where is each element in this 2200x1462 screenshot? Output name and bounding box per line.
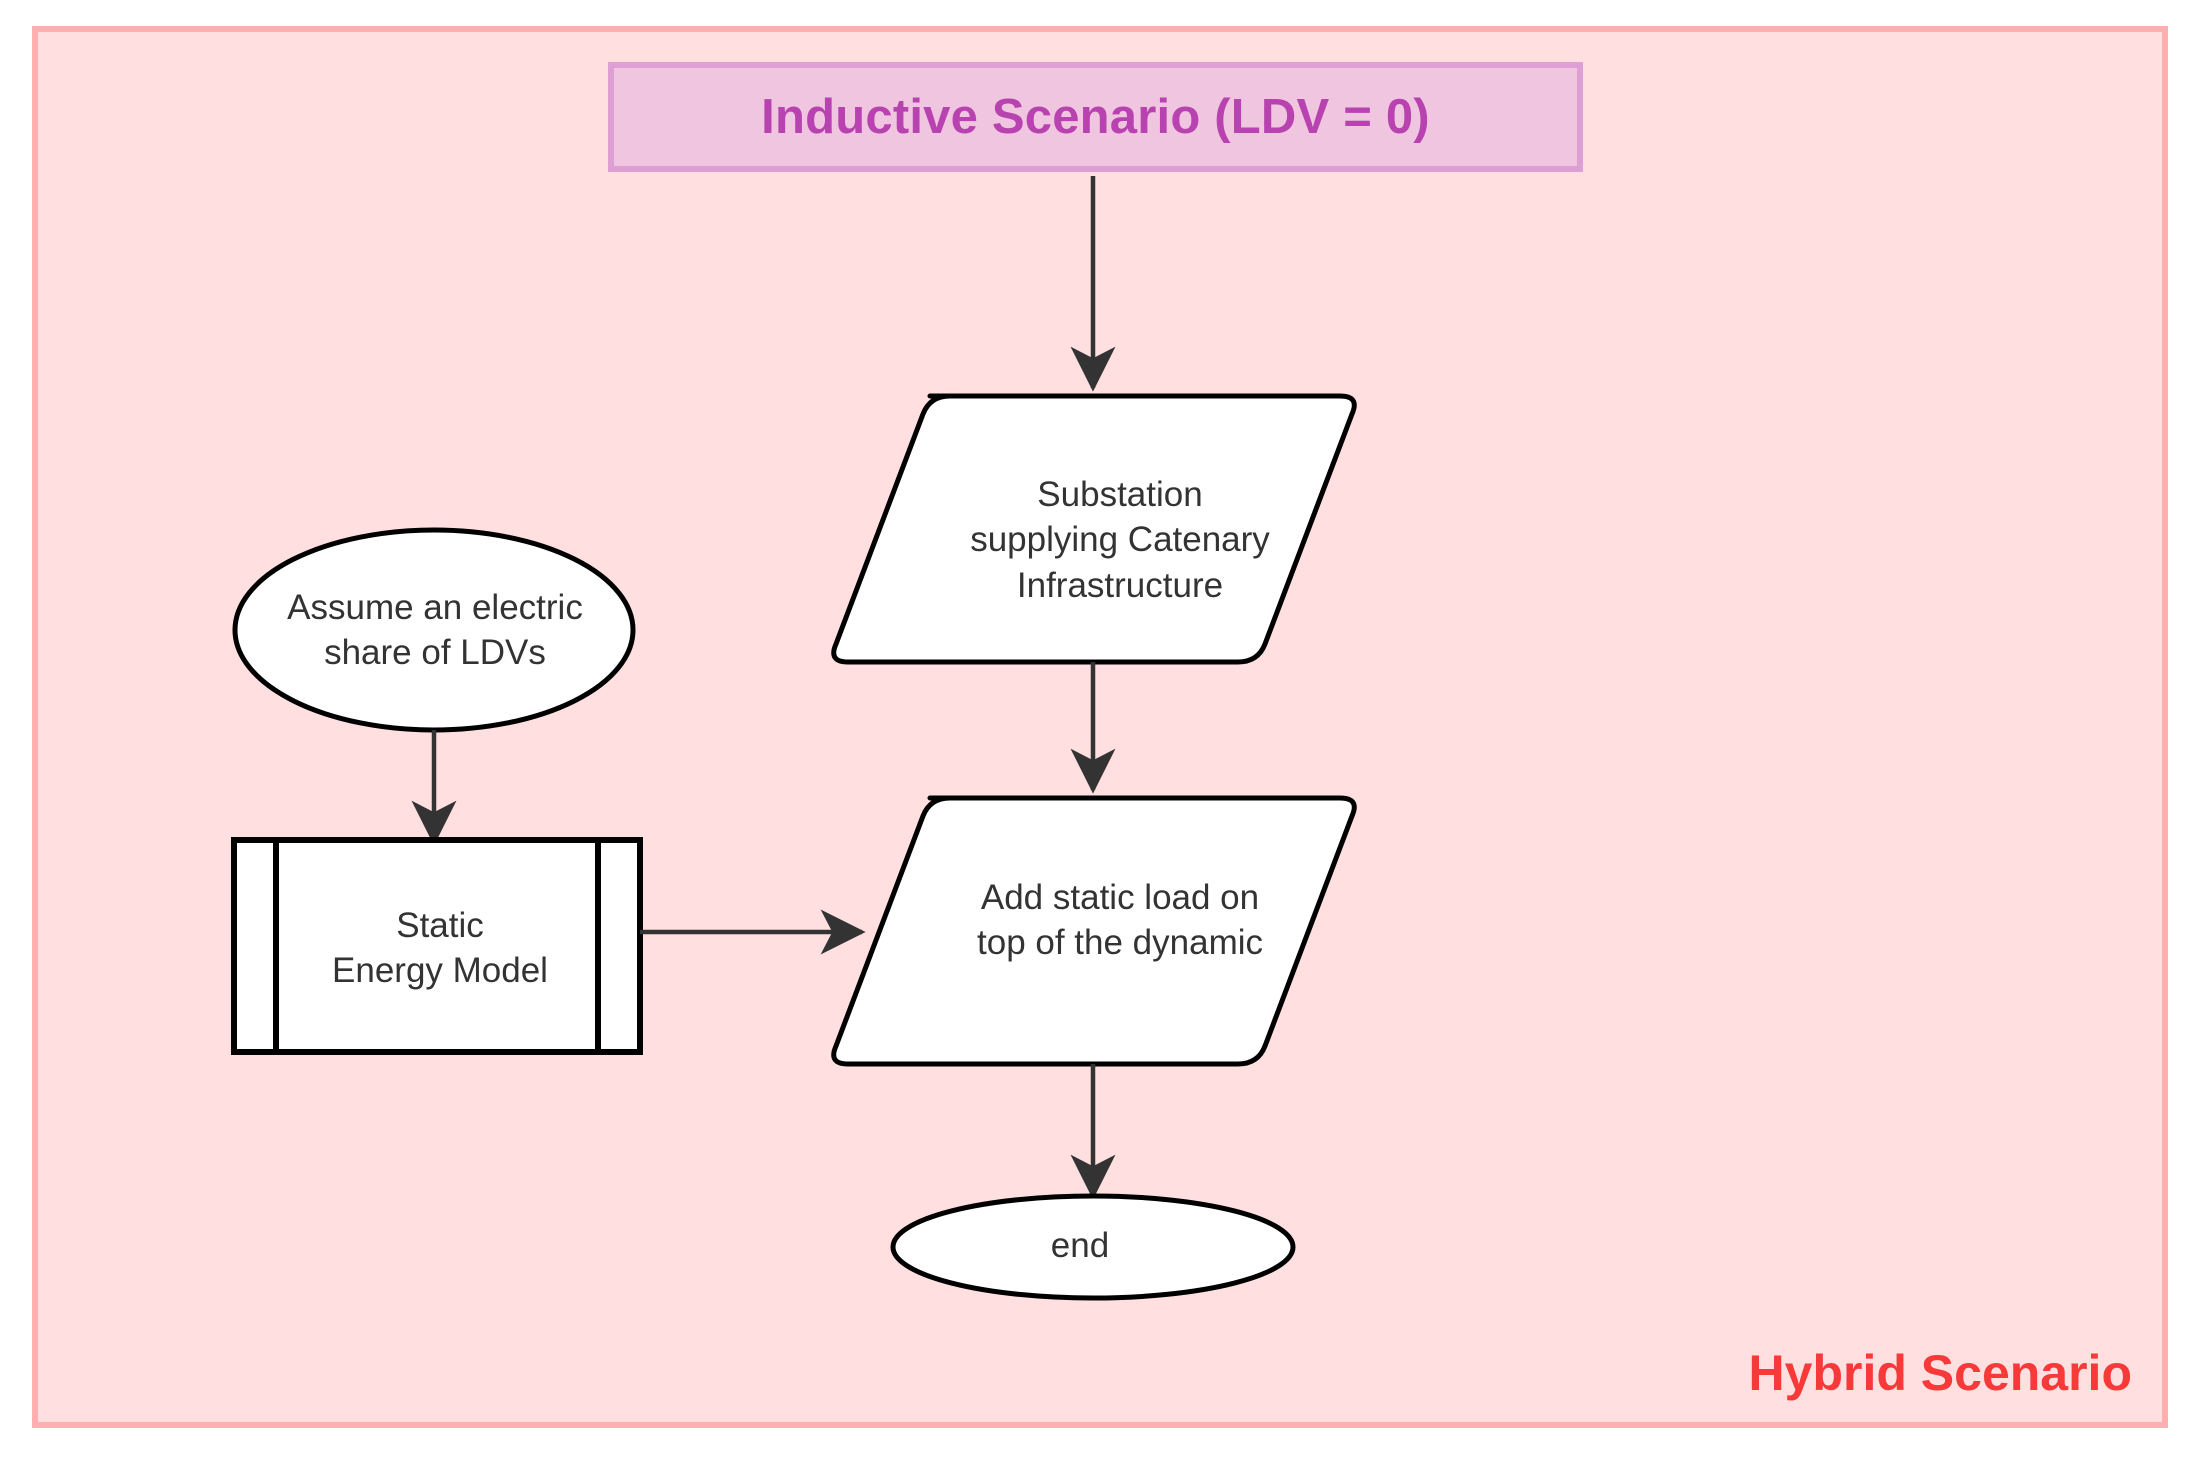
node-substation-label: Substation supplying Catenary Infrastruc… [970,474,1270,605]
node-assume-electric-share-label: Assume an electric share of LDVs [287,587,583,673]
node-add-static-load-label: Add static load on top of the dynamic [977,877,1263,963]
hybrid-scenario-caption: Hybrid Scenario [1748,1345,2132,1401]
node-end-label: end [1050,1226,1110,1266]
scenario-title-banner: Inductive Scenario (LDV = 0) [608,62,1583,172]
scenario-title-text: Inductive Scenario (LDV = 0) [761,90,1430,144]
node-static-energy-model-label: Static Energy Model [332,905,548,991]
